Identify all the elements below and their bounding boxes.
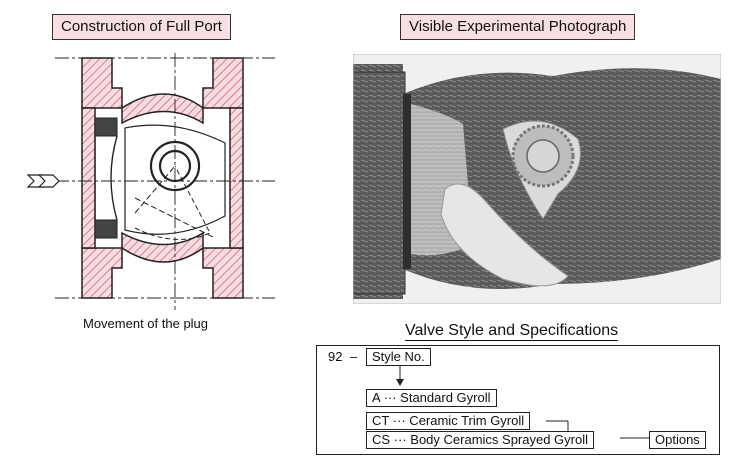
plug-movement-path (134, 165, 211, 240)
bottom-left-flange (81, 247, 123, 299)
lower-seat (94, 219, 118, 239)
specs-prefix: 92 (328, 349, 343, 364)
construction-heading: Construction of Full Port (52, 14, 231, 40)
upper-seat (94, 117, 118, 137)
photo-plug-disc (440, 183, 569, 287)
top-left-flange (81, 57, 123, 109)
style-a-box: A ··· Standard Gyroll (366, 389, 497, 407)
style-ct-box: CT ··· Ceramic Trim Gyroll (366, 412, 531, 430)
top-right-flange (202, 57, 244, 109)
bottom-dome (121, 231, 204, 263)
experimental-photograph (353, 54, 721, 304)
left-body-wall (81, 107, 96, 249)
plug-caption: Movement of the plug (83, 316, 209, 331)
options-box: Options (649, 431, 706, 449)
valve-cross-section-drawing (26, 53, 275, 310)
photo-inlet-pipe (353, 71, 406, 295)
specs-frame (316, 345, 720, 455)
specs-dash: – (350, 349, 358, 364)
photograph-heading: Visible Experimental Photograph (400, 14, 636, 40)
style-cs-box: CS ··· Body Ceramics Sprayed Gyroll (366, 431, 594, 449)
style-no-box: Style No. (366, 348, 431, 366)
flow-arrow-icon (26, 174, 60, 188)
bottom-right-flange (202, 247, 244, 299)
right-body-wall (229, 107, 244, 249)
specs-title: Valve Style and Specifications (405, 322, 619, 341)
top-dome (121, 93, 204, 125)
